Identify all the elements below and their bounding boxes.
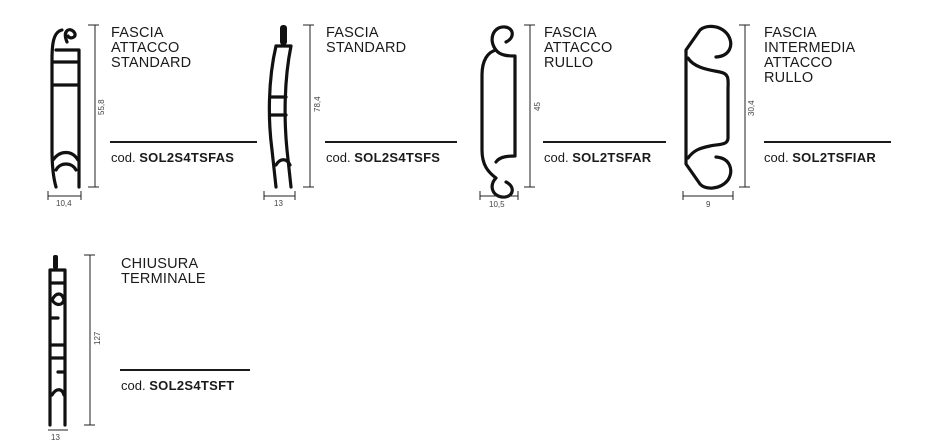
width-dimension: 10,4 — [56, 199, 72, 208]
profile-code: cod. SOL2TSFAR — [544, 150, 651, 165]
profile-title: FASCIA INTERMEDIA ATTACCO RULLO — [764, 25, 856, 86]
width-dimension: 10,5 — [489, 200, 505, 209]
profile-code: cod. SOL2TSFIAR — [764, 150, 876, 165]
code-value: SOL2TSFIAR — [792, 150, 877, 165]
profile-code: cod. SOL2S4TSFS — [326, 150, 440, 165]
height-dimension: 30,4 — [747, 100, 756, 116]
code-value: SOL2TSFAR — [572, 150, 652, 165]
profile-code: cod. SOL2S4TSFT — [121, 378, 235, 393]
profile-chiusura-terminale: 127 13 — [48, 254, 102, 441]
divider — [325, 141, 457, 143]
profile-fascia-attacco-standard: 55,8 10,4 — [47, 24, 106, 208]
divider — [543, 141, 666, 143]
profile-title: FASCIA ATTACCO RULLO — [544, 25, 613, 71]
profile-title: CHIUSURA TERMINALE — [121, 256, 206, 287]
code-value: SOL2S4TSFT — [149, 378, 235, 393]
profile-code: cod. SOL2S4TSFAS — [111, 150, 234, 165]
width-dimension: 13 — [51, 433, 60, 441]
profile-fascia-intermedia-attacco-rullo: 30,4 9 — [682, 24, 756, 209]
divider — [110, 141, 257, 143]
height-dimension: 45 — [533, 102, 542, 111]
divider — [764, 141, 891, 143]
code-prefix: cod. — [326, 150, 351, 165]
profile-fascia-standard: 78,4 13 — [263, 24, 322, 208]
profile-title: FASCIA ATTACCO STANDARD — [111, 25, 192, 71]
code-prefix: cod. — [111, 150, 136, 165]
code-value: SOL2S4TSFAS — [139, 150, 235, 165]
code-prefix: cod. — [544, 150, 569, 165]
width-dimension: 13 — [274, 199, 283, 208]
height-dimension: 127 — [93, 331, 102, 345]
height-dimension: 55,8 — [97, 99, 106, 115]
height-dimension: 78,4 — [313, 96, 322, 112]
code-prefix: cod. — [764, 150, 789, 165]
profile-fascia-attacco-rullo: 45 10,5 — [479, 24, 542, 209]
profile-title: FASCIA STANDARD — [326, 25, 407, 56]
width-dimension: 9 — [706, 200, 711, 209]
divider — [120, 369, 250, 371]
code-prefix: cod. — [121, 378, 146, 393]
code-value: SOL2S4TSFS — [354, 150, 441, 165]
